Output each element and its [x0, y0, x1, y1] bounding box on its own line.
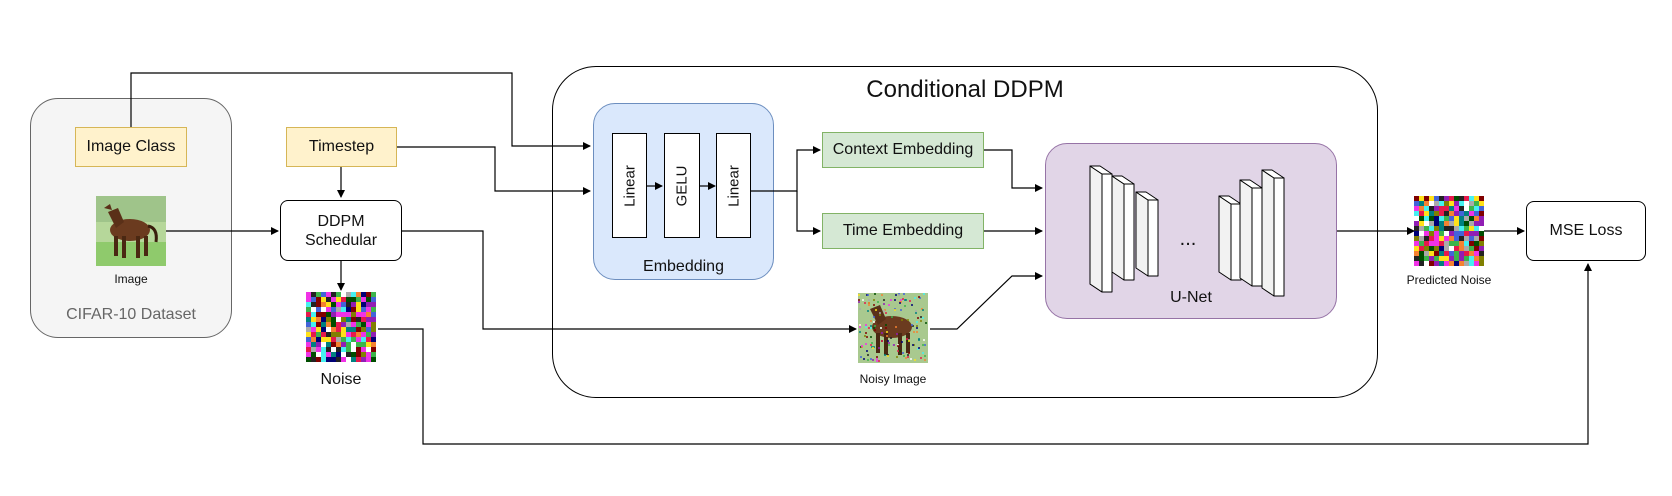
horse-image	[96, 196, 166, 266]
timestep-box: Timestep	[286, 127, 397, 167]
edge-class-to-embedding	[130, 72, 591, 150]
noisy-image	[858, 293, 928, 363]
scheduler-label-line2: Schedular	[304, 231, 378, 249]
edge-noise-to-loss	[378, 263, 1592, 445]
linear-layer-2: Linear	[716, 133, 751, 238]
edge-scheduler-to-noisy-image	[402, 230, 857, 333]
mse-loss-box: MSE Loss	[1526, 201, 1646, 261]
dataset-label: CIFAR-10 Dataset	[66, 306, 196, 323]
image-label: Image	[114, 272, 148, 286]
noise-label: Noise	[320, 371, 362, 388]
edge-noisy-to-unet	[930, 272, 1043, 330]
edge-embedding-to-context	[751, 146, 821, 192]
edge-embedding-to-time	[796, 191, 821, 235]
time-embedding-box: Time Embedding	[822, 213, 984, 249]
scheduler-label-line1: DDPM	[317, 212, 365, 230]
edge-context-to-unet	[984, 149, 1043, 192]
noisy-image-label: Noisy Image	[859, 372, 927, 386]
edge-timestep-to-embedding	[397, 146, 591, 195]
linear-layer-1: Linear	[612, 133, 647, 238]
predicted-noise-image	[1414, 196, 1484, 266]
noise-image	[306, 292, 376, 362]
unet-ellipsis: ...	[1179, 228, 1197, 250]
image-class-box: Image Class	[75, 127, 187, 167]
gelu-layer: GELU	[664, 133, 700, 238]
ddpm-scheduler-box: DDPM Schedular	[280, 200, 402, 261]
embedding-label: Embedding	[643, 258, 724, 275]
unet-label: U-Net	[1170, 289, 1212, 306]
predicted-noise-label: Predicted Noise	[1406, 273, 1492, 287]
context-embedding-box: Context Embedding	[822, 132, 984, 168]
diagram-title: Conditional DDPM	[866, 76, 1064, 103]
